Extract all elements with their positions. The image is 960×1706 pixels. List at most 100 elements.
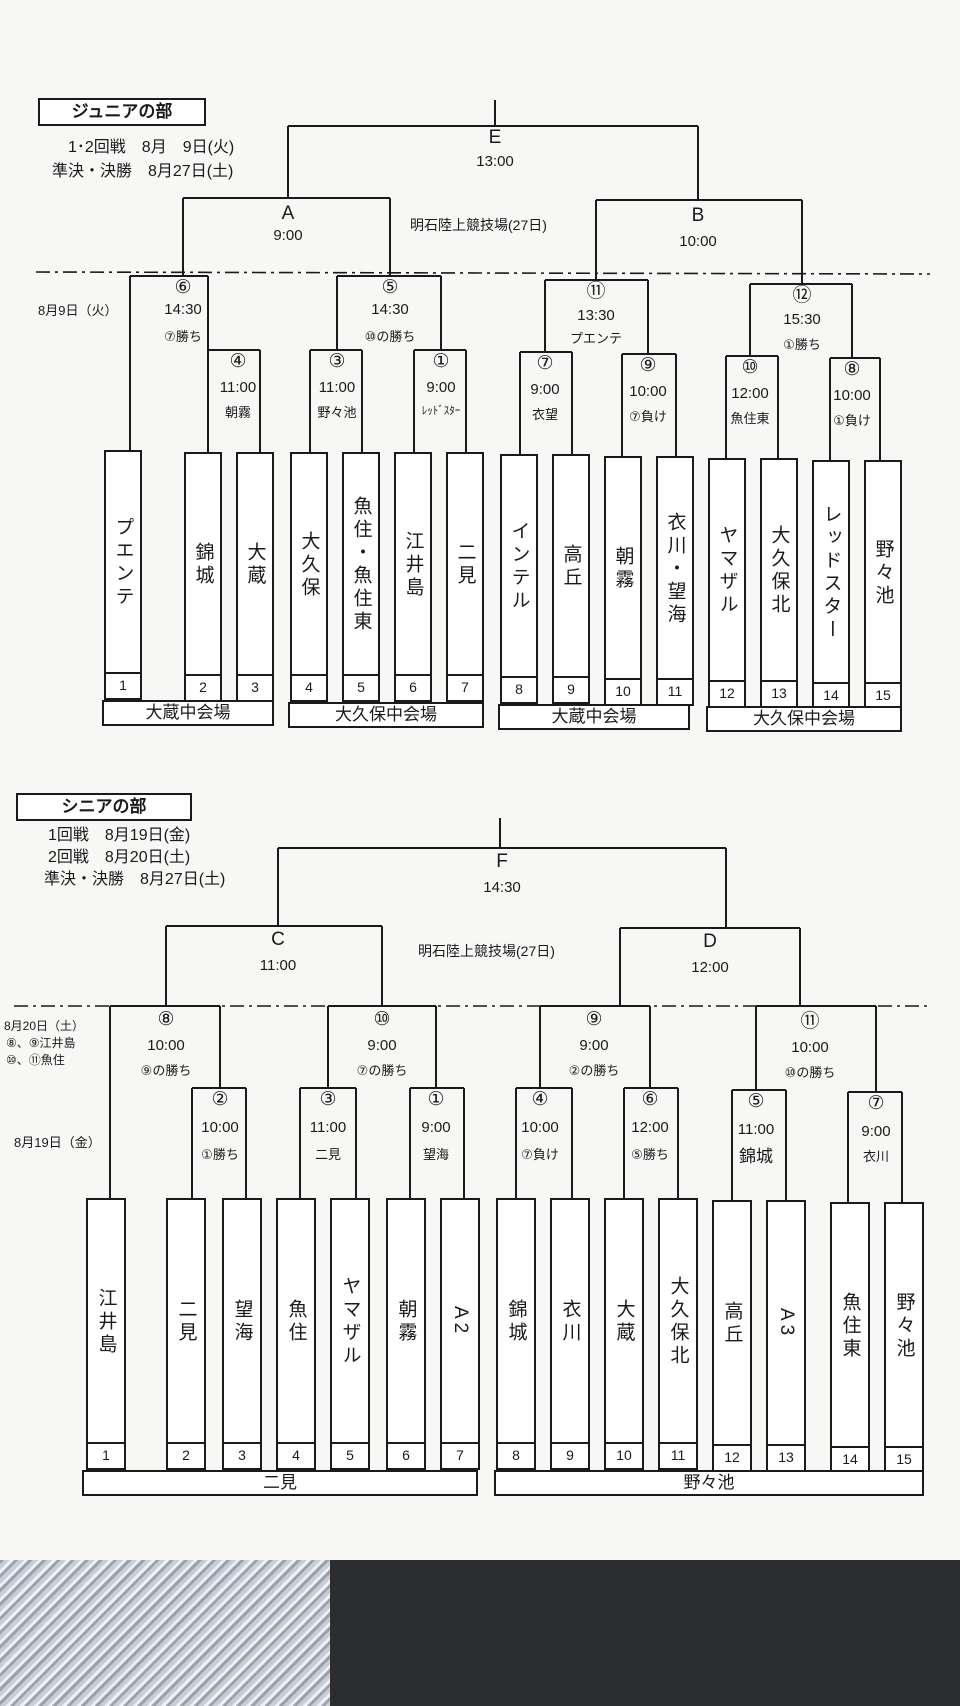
junior-r2-6-time: 14:30 <box>164 301 202 318</box>
senior-r1-5-note: 錦城 <box>739 1147 773 1166</box>
junior-r1-8-time: 10:00 <box>833 387 871 404</box>
junior-r1-9-note: ⑦負け <box>629 409 667 424</box>
junior-venue-2: 大久保中会場 <box>288 702 484 728</box>
junior-final-id: E <box>488 127 502 148</box>
senior-semi-d-id: D <box>703 931 717 952</box>
senior-r1-2-time: 10:00 <box>201 1119 239 1136</box>
senior-final-time: 14:30 <box>483 879 521 896</box>
junior-r1-3-id: ③ <box>328 351 346 372</box>
junior-r2-11-id: ⑪ <box>586 281 606 302</box>
team-name: 朝霧 <box>612 546 634 592</box>
junior-venue-4: 大久保中会場 <box>706 706 902 732</box>
junior-section-header: ジュニアの部 <box>38 98 206 126</box>
junior-r1-7-note: 衣望 <box>531 407 559 422</box>
team-number: 12 <box>714 1444 750 1470</box>
team-number: 11 <box>658 678 692 704</box>
senior-r1-6-time: 12:00 <box>631 1119 669 1136</box>
senior-r2-8-note: ⑨の勝ち <box>140 1063 192 1078</box>
team-name: 大久保 <box>298 530 320 600</box>
junior-r1-4-id: ④ <box>229 351 247 372</box>
junior-r2-11-note: プエンテ <box>569 331 623 346</box>
team-name: 魚住 <box>285 1299 307 1345</box>
team-name: 魚住・魚住東 <box>350 496 372 634</box>
senior-stadium: 明石陸上競技場(27日) <box>418 943 555 959</box>
team-name: インテル <box>508 521 530 613</box>
junior-r2-12-id: ⑫ <box>792 285 812 306</box>
senior-date-round2: 2回戦 8月20日(土) <box>48 849 191 866</box>
team-number: 3 <box>238 674 272 700</box>
team-number: 1 <box>106 672 140 698</box>
team-name: 朝霧 <box>395 1299 417 1345</box>
senior-semi-c-id: C <box>271 929 285 950</box>
background-dark-area <box>330 1560 960 1706</box>
senior-r1-3-id: ③ <box>319 1089 337 1110</box>
team-name: A3 <box>776 1308 797 1340</box>
team-name: レッドスター <box>820 504 842 642</box>
team-number: 10 <box>606 678 640 704</box>
junior-team-10: 朝霧 10 <box>604 456 642 706</box>
junior-r1-1-id: ① <box>432 351 450 372</box>
junior-team-2: 錦城 2 <box>184 452 222 702</box>
team-name: 魚住東 <box>839 1291 861 1361</box>
senior-r2-9-time: 9:00 <box>579 1037 609 1054</box>
senior-r2-11-time: 10:00 <box>791 1039 829 1056</box>
senior-team-7: A2 7 <box>440 1198 480 1470</box>
junior-team-8: インテル 8 <box>500 454 538 704</box>
senior-r2-8-id: ⑧ <box>157 1009 175 1030</box>
team-name: ヤマザル <box>716 525 738 617</box>
team-number: 7 <box>442 1442 478 1468</box>
senior-day2-venue-b: ⑩、⑪魚住 <box>6 1053 65 1067</box>
team-number: 1 <box>88 1442 124 1468</box>
senior-day2-venue-a: ⑧、⑨江井島 <box>6 1036 76 1050</box>
senior-r1-3-note: 二見 <box>314 1147 342 1162</box>
junior-venue-3: 大蔵中会場 <box>498 704 690 730</box>
senior-r1-5-id: ⑤ <box>747 1091 765 1112</box>
team-name: 野々池 <box>893 1291 915 1361</box>
junior-r1-7-time: 9:00 <box>530 381 560 398</box>
team-number: 8 <box>502 676 536 702</box>
senior-r2-9-id: ⑨ <box>585 1009 603 1030</box>
senior-r2-11-note: ⑩の勝ち <box>784 1065 836 1080</box>
team-number: 13 <box>768 1444 804 1470</box>
team-name: 錦城 <box>192 542 214 588</box>
senior-final-id: F <box>496 851 508 872</box>
senior-r1-2-id: ② <box>211 1089 229 1110</box>
senior-day1-label: 8月19日（金） <box>14 1135 101 1150</box>
junior-r1-10-time: 12:00 <box>731 385 769 402</box>
senior-team-13: A3 13 <box>766 1200 806 1472</box>
senior-r2-8-time: 10:00 <box>147 1037 185 1054</box>
senior-r1-2-note: ①勝ち <box>201 1147 239 1162</box>
team-name: 野々池 <box>872 538 894 608</box>
team-name: 衣川 <box>559 1299 581 1345</box>
team-number: 10 <box>606 1442 642 1468</box>
senior-date-final: 準決・決勝 8月27日(土) <box>44 871 226 888</box>
junior-r2-6-note: ⑦勝ち <box>164 329 202 344</box>
junior-r2-5-id: ⑤ <box>381 277 399 298</box>
junior-date-final: 準決・決勝 8月27日(土) <box>52 163 234 180</box>
team-number: 2 <box>186 674 220 700</box>
team-name: A2 <box>450 1306 471 1338</box>
team-number: 11 <box>660 1442 696 1468</box>
senior-section-header: シニアの部 <box>16 793 192 821</box>
team-name: 高丘 <box>560 544 582 590</box>
senior-r1-4-id: ④ <box>531 1089 549 1110</box>
team-number: 13 <box>762 680 796 706</box>
junior-semi-b-id: B <box>691 205 705 226</box>
senior-r2-10-id: ⑩ <box>373 1009 391 1030</box>
junior-r2-12-time: 15:30 <box>783 311 821 328</box>
